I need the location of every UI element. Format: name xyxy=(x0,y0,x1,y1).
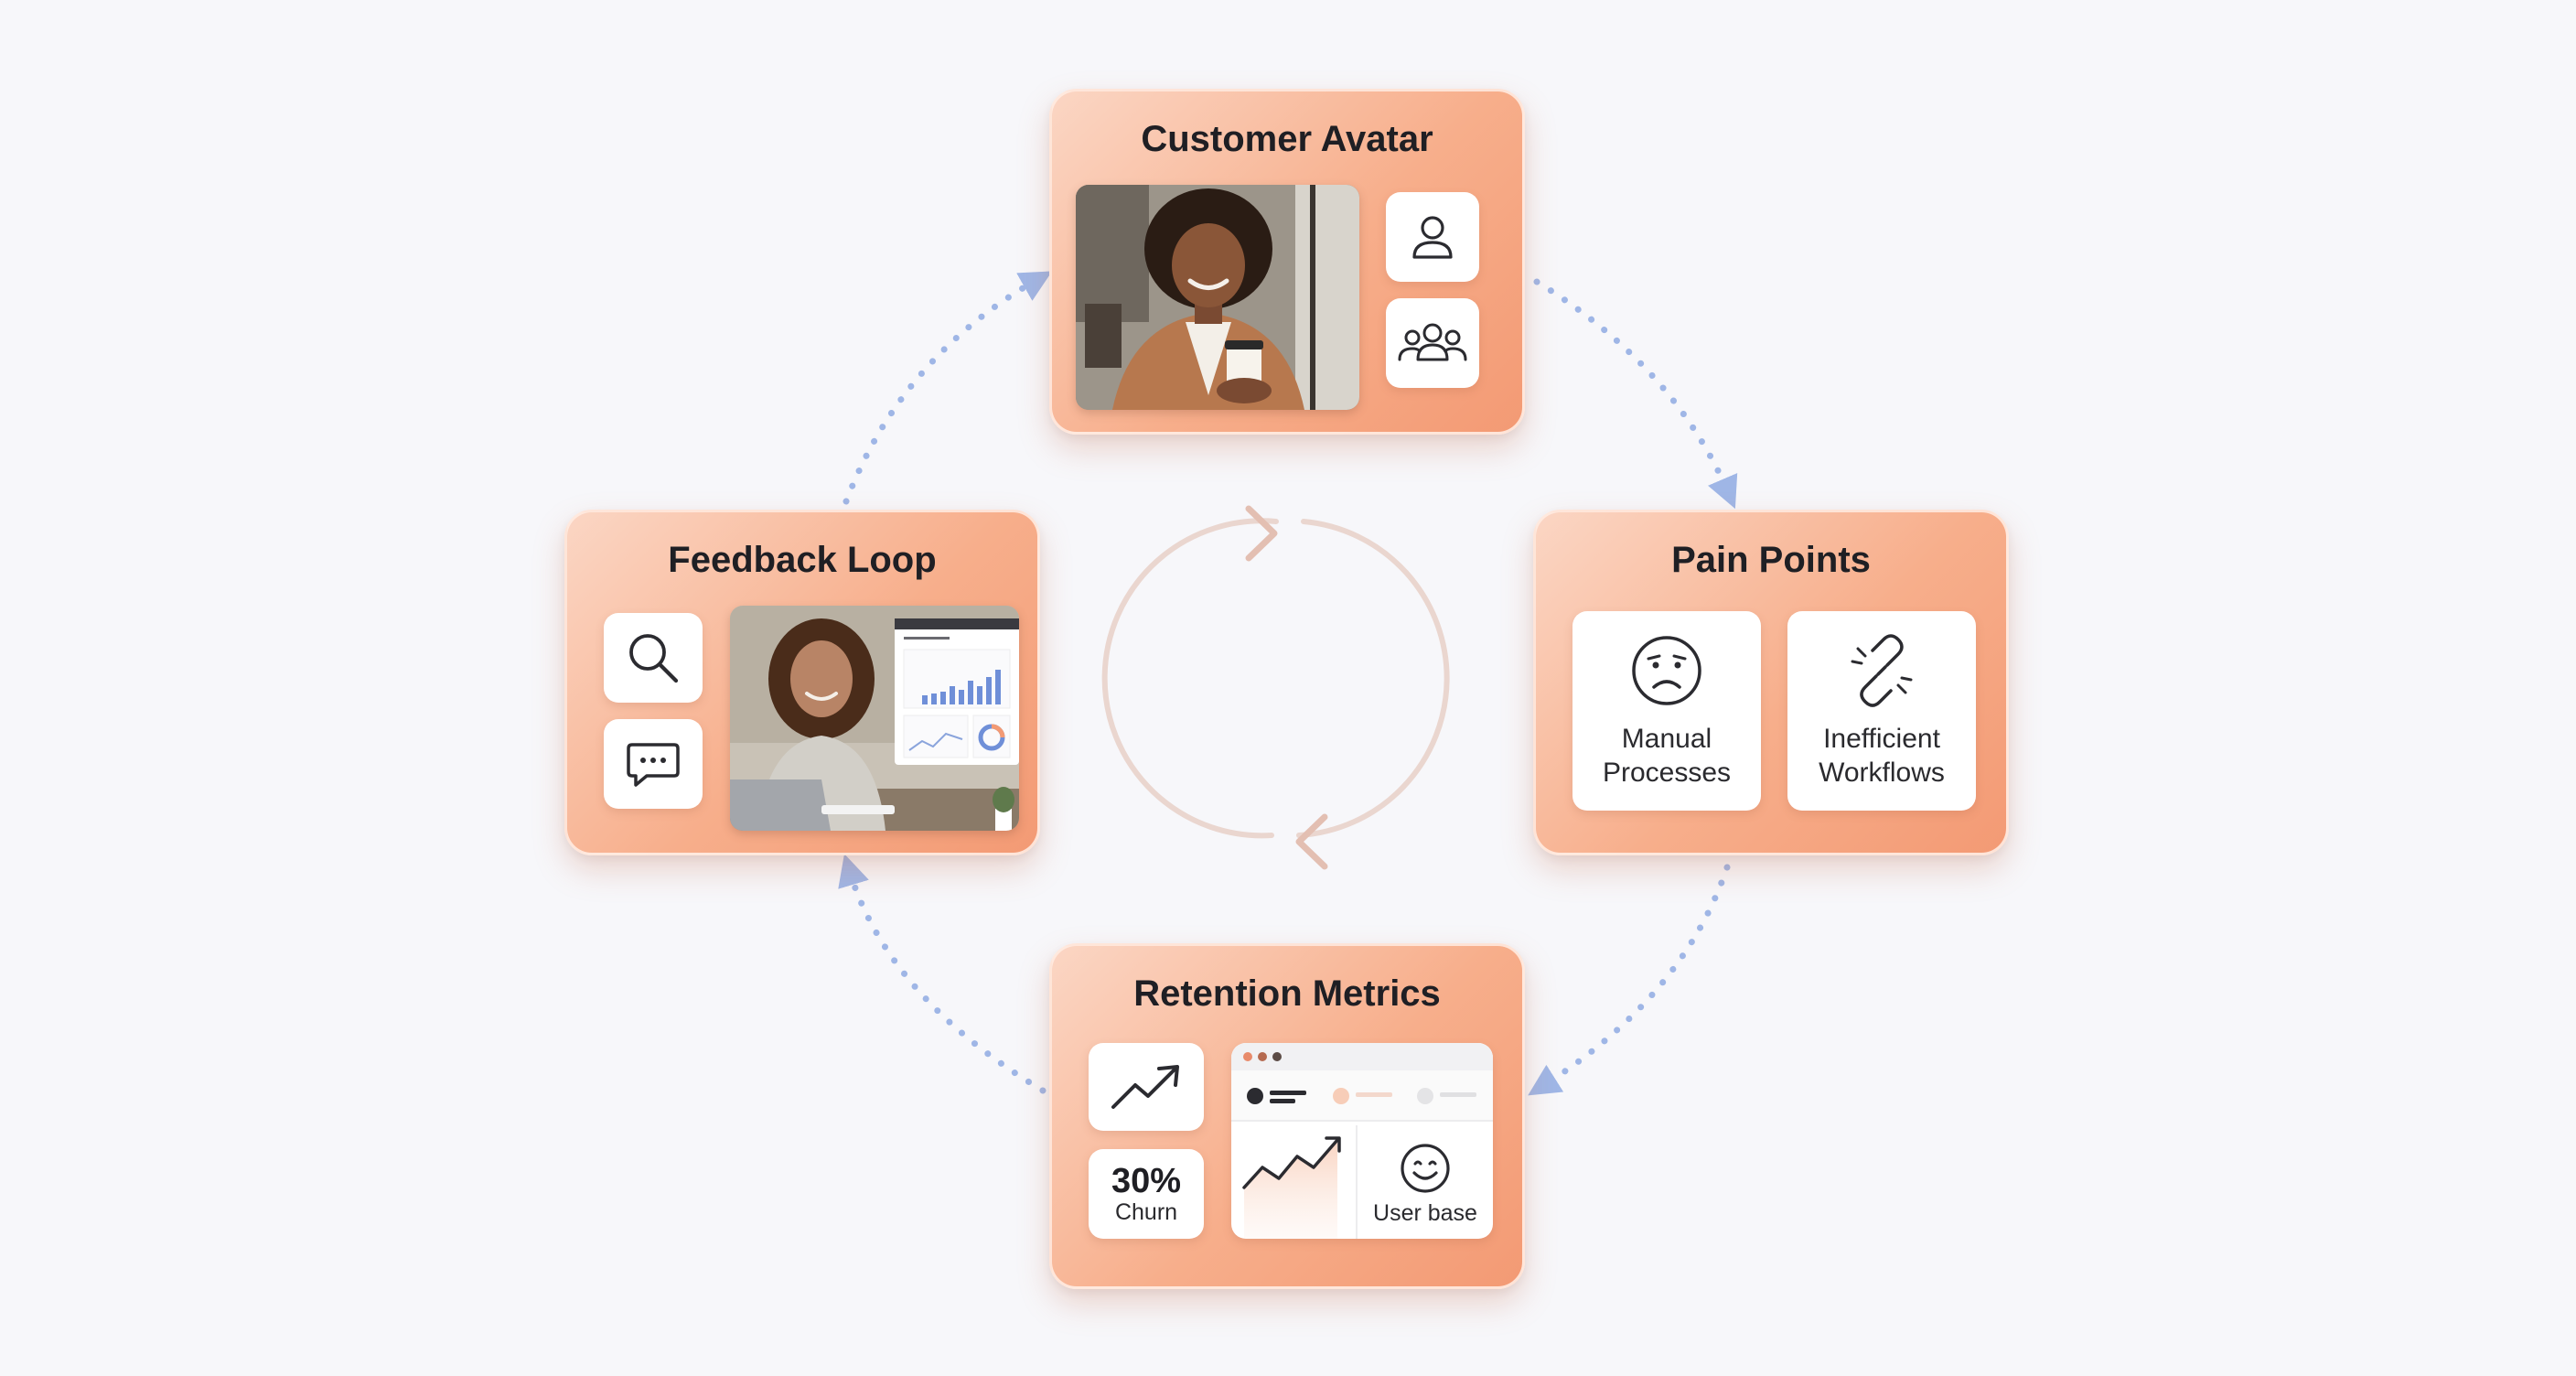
sad-face-icon xyxy=(1632,636,1701,705)
churn-label: Churn xyxy=(1114,1199,1178,1225)
feedback-photo xyxy=(730,606,1019,831)
smile-face-icon xyxy=(1401,1143,1450,1193)
retention-metrics-title: Retention Metrics xyxy=(1133,973,1441,1014)
churn-value: 30% xyxy=(1111,1162,1182,1200)
churn-tile[interactable]: 30% Churn xyxy=(1089,1149,1204,1239)
dashboard-legend xyxy=(1231,1070,1493,1122)
customer-avatar-title: Customer Avatar xyxy=(1141,119,1433,159)
customer-avatar-card[interactable]: Customer Avatar xyxy=(1049,89,1525,435)
dashboard-titlebar xyxy=(1231,1043,1493,1070)
user-base-panel: User base xyxy=(1358,1129,1493,1239)
user-icon xyxy=(1412,216,1453,259)
connector-pain-to-retention xyxy=(1528,864,1731,1096)
pain-points-title: Pain Points xyxy=(1671,540,1871,580)
search-icon xyxy=(629,634,679,683)
connector-avatar-to-pain xyxy=(1533,278,1738,510)
cycle-arrows-icon xyxy=(1101,505,1450,870)
search-tile[interactable] xyxy=(604,613,703,703)
chat-tile[interactable] xyxy=(604,719,703,809)
broken-link-icon xyxy=(1851,634,1913,707)
pain-item-label: Inefficient Workflows xyxy=(1819,724,1945,788)
pain-item-label: Manual Processes xyxy=(1602,724,1732,788)
user-group-tile[interactable] xyxy=(1386,298,1479,388)
pain-item-manual-processes[interactable]: Manual Processes xyxy=(1572,611,1761,811)
feedback-loop-title: Feedback Loop xyxy=(668,540,937,580)
connector-feedback-to-avatar xyxy=(843,271,1053,505)
chat-bubble-icon xyxy=(627,743,680,787)
pain-points-card[interactable]: Pain Points Manual Processes xyxy=(1533,510,2009,855)
feedback-dashboard-screen xyxy=(895,618,1019,765)
customer-avatar-photo xyxy=(1076,185,1359,410)
single-user-tile[interactable] xyxy=(1386,192,1479,282)
dashboard-trend-chart xyxy=(1242,1136,1341,1239)
pain-item-inefficient-workflows[interactable]: Inefficient Workflows xyxy=(1787,611,1976,811)
dashboard-window[interactable]: User base xyxy=(1231,1043,1493,1239)
connector-retention-to-feedback xyxy=(838,854,1046,1094)
retention-metrics-card[interactable]: Retention Metrics 30% Churn xyxy=(1049,943,1525,1289)
users-group-icon xyxy=(1398,323,1467,361)
feedback-loop-card[interactable]: Feedback Loop xyxy=(564,510,1040,855)
trend-tile[interactable] xyxy=(1089,1043,1204,1131)
user-base-label: User base xyxy=(1373,1199,1477,1226)
trend-up-icon xyxy=(1111,1065,1179,1109)
